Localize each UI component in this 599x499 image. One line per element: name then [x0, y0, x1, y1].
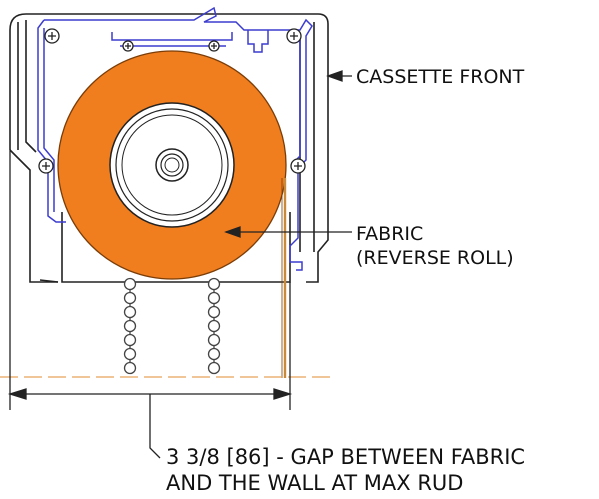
bead-chain-left	[123, 277, 137, 375]
fabric-label: FABRIC	[356, 223, 423, 245]
fabric-roll	[57, 50, 287, 280]
cassette-front-label: CASSETTE FRONT	[356, 66, 525, 88]
fabric-drop	[281, 178, 287, 378]
gap-dimension-label-line2: AND THE WALL AT MAX RUD	[166, 471, 463, 495]
fabric-leader	[224, 226, 352, 238]
fabric-roll-type-label: (REVERSE ROLL)	[356, 247, 514, 269]
gap-dimension	[7, 150, 293, 459]
bracket-screws	[38, 28, 306, 174]
bead-chain-right	[207, 277, 221, 375]
cassette-front-leader	[326, 70, 352, 82]
gap-dimension-label: 3 3/8 [86] - GAP BETWEEN FABRIC	[166, 445, 525, 469]
